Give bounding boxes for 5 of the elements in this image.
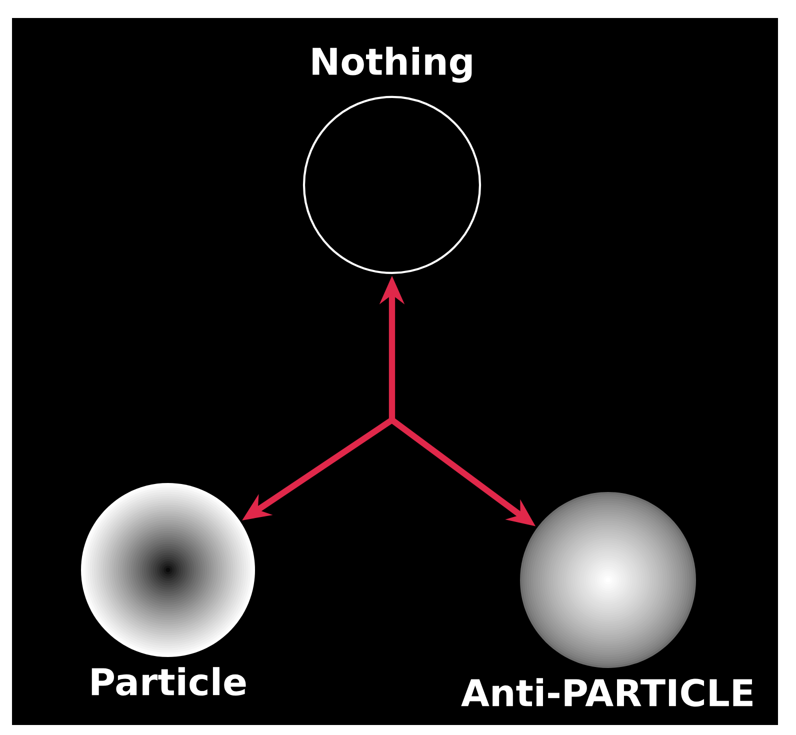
node-label: Nothing: [312, 46, 472, 83]
node-label: Particle: [92, 667, 246, 696]
shaded-sphere: Particle: [81, 482, 255, 696]
shaded-sphere: Anti-PARTICLE: [461, 492, 752, 707]
node-label: Anti-PARTICLE: [461, 678, 752, 707]
